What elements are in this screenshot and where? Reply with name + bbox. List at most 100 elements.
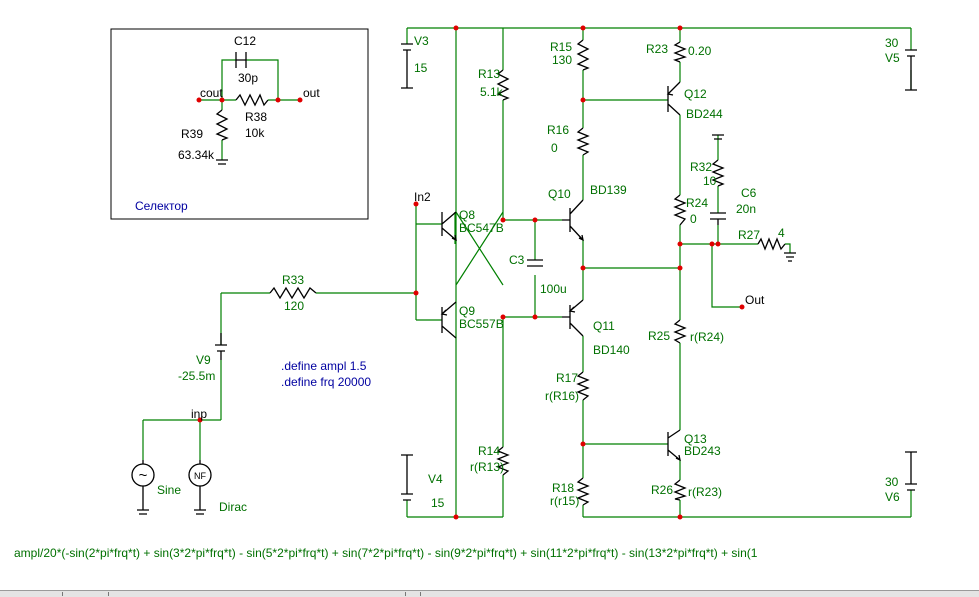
r27-resistor[interactable]: R27 4 xyxy=(738,226,796,262)
node xyxy=(196,97,202,103)
r39-ground-icon xyxy=(216,159,228,165)
q8-transistor[interactable]: Q8 BC547B xyxy=(441,208,504,242)
node xyxy=(297,97,303,103)
r33-resistor[interactable]: R33 120 xyxy=(269,273,317,313)
r14-resistor[interactable]: R14 r(R13) xyxy=(470,444,510,476)
r15-value: 130 xyxy=(552,53,572,67)
c3-value: 100u xyxy=(540,282,567,296)
r27-name: R27 xyxy=(738,228,760,242)
dirac-source[interactable]: NF Dirac xyxy=(188,460,247,515)
r38-value: 10k xyxy=(245,126,265,140)
q10-value: BD139 xyxy=(590,183,627,197)
wires xyxy=(142,27,912,518)
v4-source[interactable]: V4 15 xyxy=(401,454,445,510)
directive-frq[interactable]: .define frq 20000 xyxy=(281,375,371,389)
q13-transistor[interactable]: Q13 BD243 xyxy=(667,429,721,462)
r15-name: R15 xyxy=(550,40,572,54)
status-divider xyxy=(108,592,109,596)
v9-name: V9 xyxy=(196,353,211,367)
selector-wires xyxy=(199,59,300,160)
r13-name: R13 xyxy=(478,67,500,81)
r25-value: r(R24) xyxy=(690,330,724,344)
r38-name: R38 xyxy=(245,110,267,124)
r17-name: R17 xyxy=(556,371,578,385)
q8-value: BC547B xyxy=(459,221,504,235)
r18-resistor[interactable]: R18 r(r15) xyxy=(550,477,590,508)
r32-resistor[interactable]: R32 10 xyxy=(690,134,725,188)
status-divider xyxy=(62,592,63,596)
v6-value: V6 xyxy=(885,490,900,504)
r18-value: r(r15) xyxy=(550,494,579,508)
q13-name: Q13 xyxy=(684,432,707,446)
q12-transistor[interactable]: Q12 BD244 xyxy=(666,81,723,121)
sine-source[interactable]: ~ Sine xyxy=(131,460,181,515)
r16-resistor[interactable]: R16 0 xyxy=(547,123,590,156)
q10-transistor[interactable]: Q10 BD139 xyxy=(548,183,627,242)
c12-name: C12 xyxy=(234,34,256,48)
r17-resistor[interactable]: R17 r(R16) xyxy=(545,371,590,403)
r26-resistor[interactable]: R26 r(R23) xyxy=(651,479,722,501)
q11-transistor[interactable]: Q11 BD140 xyxy=(562,299,630,357)
r27-ground-icon xyxy=(784,252,796,262)
node-dots xyxy=(197,25,745,520)
q11-value: BD140 xyxy=(593,343,630,357)
v3-source[interactable]: V3 15 xyxy=(401,34,429,89)
net-label-out: Out xyxy=(745,293,765,307)
r18-name: R18 xyxy=(552,481,574,495)
c3-capacitor[interactable]: C3 100u xyxy=(509,253,567,296)
v3-value: 15 xyxy=(414,61,428,75)
node xyxy=(275,97,281,103)
v9-source[interactable]: V9 -25.5m xyxy=(178,333,227,383)
q12-value: BD244 xyxy=(686,107,723,121)
r39-symbol[interactable] xyxy=(215,109,229,141)
directive-ampl[interactable]: .define ampl 1.5 xyxy=(281,359,367,373)
r17-value: r(R16) xyxy=(545,389,579,403)
r32-name: R32 xyxy=(690,160,712,174)
r13-resistor[interactable]: R13 5.1k xyxy=(478,67,510,101)
r24-value: 0 xyxy=(690,212,697,226)
r38-symbol[interactable] xyxy=(235,93,269,107)
r15-resistor[interactable]: R15 130 xyxy=(550,39,590,71)
q9-name: Q9 xyxy=(459,304,475,318)
net-label-in2: In2 xyxy=(414,190,431,204)
c12-symbol[interactable] xyxy=(235,52,247,68)
r24-name: R24 xyxy=(686,196,708,210)
source-formula[interactable]: ampl/20*(-sin(2*pi*frq*t) + sin(3*2*pi*f… xyxy=(14,546,758,560)
r13-value: 5.1k xyxy=(480,85,504,99)
node xyxy=(219,97,225,103)
q9-value: BC557B xyxy=(459,317,504,331)
q10-name: Q10 xyxy=(548,187,571,201)
q13-value: BD243 xyxy=(684,444,721,458)
q9-transistor[interactable]: Q9 BC557B xyxy=(440,301,504,339)
net-label-inp: inp xyxy=(191,407,207,421)
v4-name: V4 xyxy=(428,472,443,486)
c3-name: C3 xyxy=(509,253,525,267)
r25-name: R25 xyxy=(648,329,670,343)
status-bar xyxy=(0,590,979,597)
r23-resistor[interactable]: R23 0.20 xyxy=(646,41,712,63)
dirac-name: Dirac xyxy=(219,500,247,514)
status-divider xyxy=(420,592,421,596)
r23-value: 0.20 xyxy=(688,44,712,58)
v5-name: 30 xyxy=(885,36,899,50)
q11-name: Q11 xyxy=(593,319,615,333)
r33-name: R33 xyxy=(282,273,304,287)
r26-value: r(R23) xyxy=(688,485,722,499)
selector-title: Селектор xyxy=(135,199,188,213)
r25-resistor[interactable]: R25 r(R24) xyxy=(648,319,724,344)
v6-source[interactable]: 30 V6 xyxy=(885,451,917,504)
dirac-icon: NF xyxy=(194,471,206,481)
r24-resistor[interactable]: R24 0 xyxy=(673,194,708,226)
selector-subcircuit[interactable]: Селектор C12 30p R38 10k R39 63.34k cout… xyxy=(110,28,369,220)
r14-value: r(R13) xyxy=(470,460,504,474)
c6-capacitor[interactable]: C6 20n xyxy=(710,186,757,225)
c6-name: C6 xyxy=(741,186,757,200)
status-divider xyxy=(405,592,406,596)
q8-name: Q8 xyxy=(459,208,475,222)
v5-value: V5 xyxy=(885,51,900,65)
r39-name: R39 xyxy=(181,127,203,141)
sine-icon: ~ xyxy=(139,467,148,484)
q12-name: Q12 xyxy=(684,87,707,101)
v5-source[interactable]: 30 V5 xyxy=(885,36,917,91)
